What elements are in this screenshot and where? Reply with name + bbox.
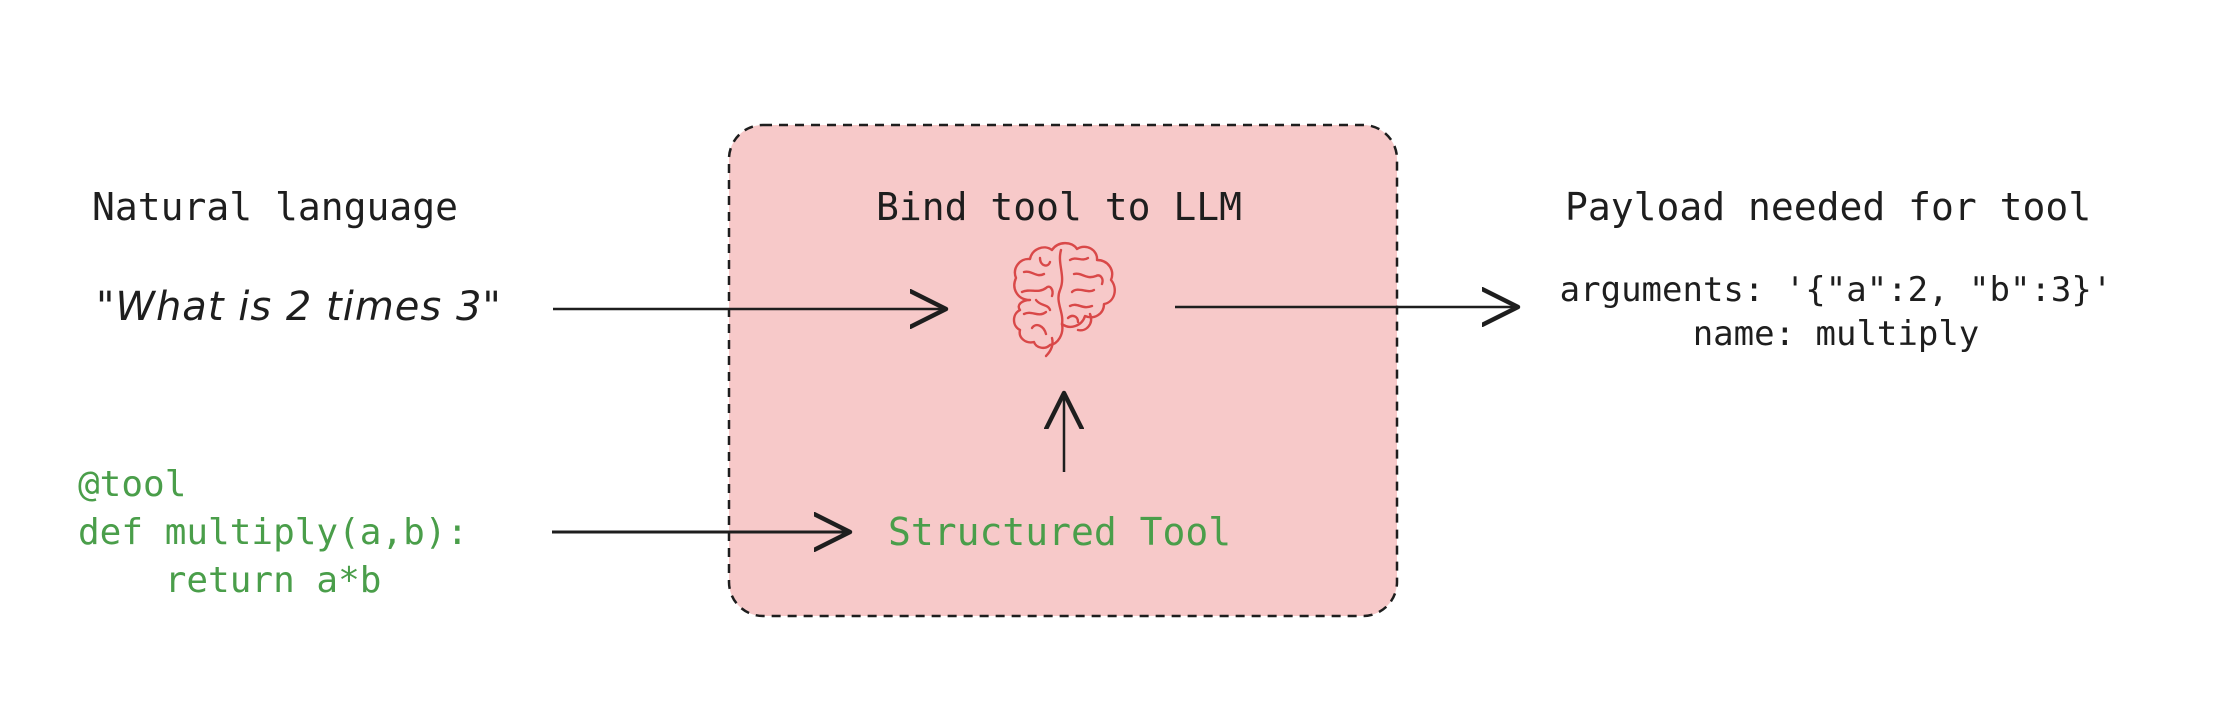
payload-name: name: multiply [1692,314,1980,354]
query-text: "What is 2 times 3" [96,284,502,330]
natural-language-heading: Natural language [92,185,459,229]
code-line: @tool [78,464,187,505]
llm-binding-box [727,123,1399,618]
brain-icon [1012,241,1116,358]
structured-tool-label: Structured Tool [888,510,1232,554]
bind-tool-heading: Bind tool to LLM [876,185,1243,229]
code-line: return a*b [78,560,382,601]
payload-block: arguments: '{"a":2, "b":3}' name: multip… [1546,268,2126,356]
payload-heading: Payload needed for tool [1565,185,2092,229]
payload-arguments: arguments: '{"a":2, "b":3}' [1559,270,2113,310]
code-line: def multiply(a,b): [78,512,469,553]
tool-code-block: @tool def multiply(a,b): return a*b [78,461,468,605]
